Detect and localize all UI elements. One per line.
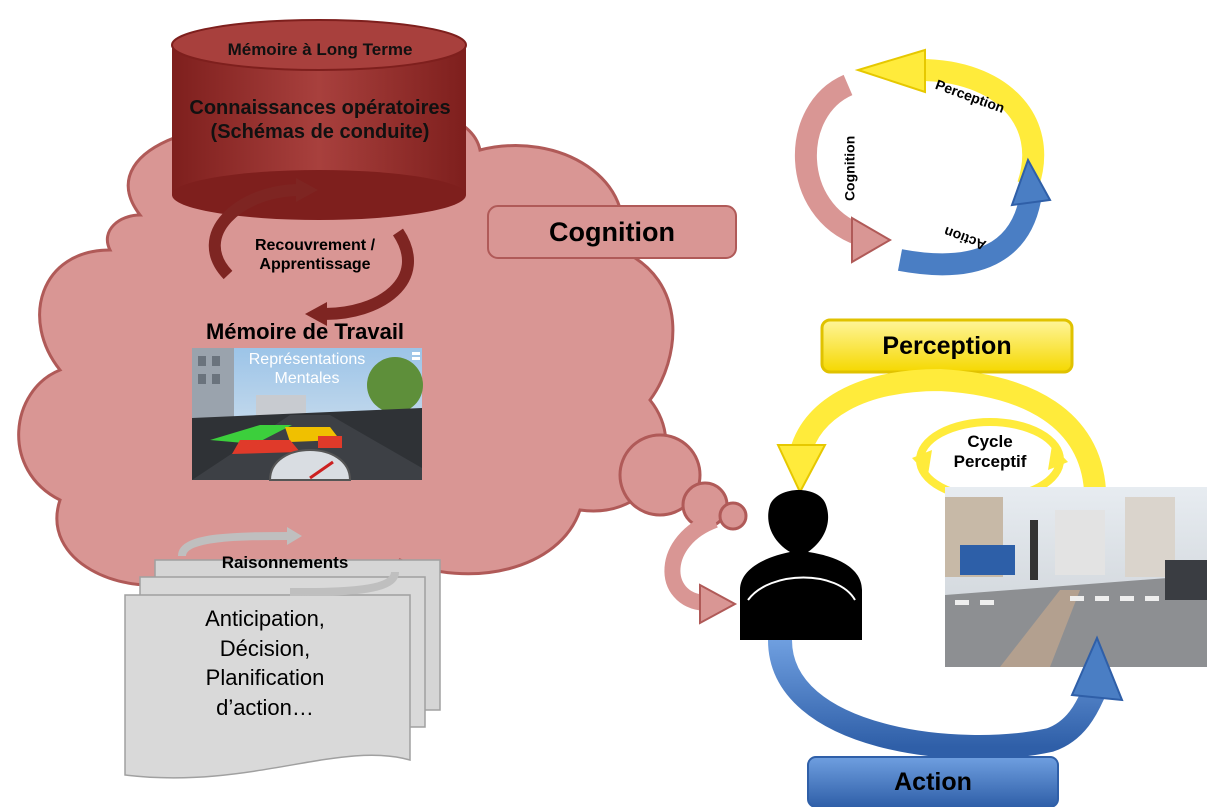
- small-cycle-cognition-label: Cognition: [841, 135, 858, 202]
- reasoning-document-stack: [124, 527, 441, 779]
- cognition-to-driver-arrow: [664, 512, 738, 625]
- action-box: [807, 756, 1059, 807]
- long-term-memory-cylinder: [171, 19, 467, 220]
- perception-label: Perception: [882, 331, 1012, 360]
- ltm-content: Connaissances opératoires (Schémas de co…: [189, 97, 451, 143]
- reasoning-items: Anticipation, Décision, Planification d’…: [205, 606, 325, 721]
- perception-arrow: [776, 368, 1106, 495]
- small-pca-cycle: [795, 48, 1052, 276]
- simulator-scene-image: [192, 348, 423, 481]
- action-label: Action: [894, 767, 972, 796]
- cognition-label: Cognition: [549, 216, 675, 247]
- perceptive-cycle-label: Cycle Perceptif: [953, 432, 1027, 472]
- driver-silhouette-icon: [740, 490, 862, 640]
- recovery-cycle-arrows: [208, 178, 414, 326]
- working-memory-title: Mémoire de Travail: [205, 319, 405, 344]
- recovery-label: Recouvrement / Apprentissage: [254, 237, 376, 274]
- ltm-title: Mémoire à Long Terme: [227, 40, 413, 59]
- reasoning-title: Raisonnements: [221, 553, 349, 572]
- street-scene-photo: [945, 487, 1207, 667]
- action-arrow: [768, 635, 1124, 759]
- scene-caption: Représentations Mentales: [248, 351, 366, 388]
- cognition-box: [487, 205, 737, 259]
